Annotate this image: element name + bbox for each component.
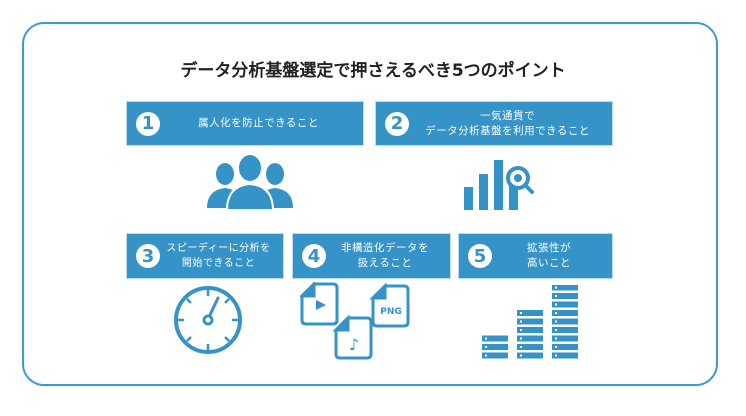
point-label: 属人化を防止できること [198, 117, 319, 129]
server-unit [517, 352, 543, 359]
server-unit [552, 327, 578, 333]
server-unit [552, 293, 578, 299]
server-unit [517, 344, 543, 350]
server-unit [552, 352, 578, 359]
server-unit [552, 335, 578, 342]
point-1-box: 1 属人化を防止できること [127, 102, 363, 145]
server-unit [552, 285, 578, 291]
chart-search-icon [464, 160, 534, 210]
point-number: 2 [385, 111, 409, 136]
page-title: データ分析基盤選定で押さえるべき5つのポイント [180, 61, 566, 81]
video-file-icon [300, 282, 339, 326]
point-label: 一気通貫で [480, 109, 535, 122]
audio-file-icon: ♪ [332, 314, 373, 360]
png-file-icon [369, 282, 410, 328]
point-number: 1 [136, 111, 160, 136]
server-unit [517, 318, 543, 325]
outer-frame [22, 22, 718, 386]
server-unit [552, 310, 578, 316]
point-5-box: 5 拡張性が高いこと [459, 234, 612, 278]
server-unit [517, 327, 543, 333]
server-unit [482, 344, 508, 350]
point-number: 5 [468, 244, 492, 268]
people-icon [207, 153, 293, 210]
point-4-box: 4 非構造化データを扱えること [293, 234, 450, 278]
server-unit [482, 352, 508, 359]
point-number: 3 [136, 244, 160, 268]
speedometer-icon [174, 286, 242, 354]
server-unit [482, 335, 508, 342]
server-unit [552, 344, 578, 350]
point-number: 4 [302, 244, 326, 268]
files-icon: PNG ♪ [300, 282, 410, 360]
point-label: 非構造化データを [341, 242, 429, 254]
server-unit [552, 318, 578, 325]
point-label: 拡張性が [527, 242, 571, 254]
point-label: 扱えること [357, 257, 413, 269]
point-label: スピーディーに分析を [166, 243, 271, 254]
png-label: PNG [380, 307, 402, 317]
svg-text:♪: ♪ [349, 335, 359, 354]
point-2-box: 2 一気通貫でデータ分析基盤を利用できること [376, 102, 612, 145]
point-label: データ分析基盤を利用できること [425, 124, 590, 137]
server-unit [517, 310, 543, 316]
point-3-box: 3 スピーディーに分析を開始できること [127, 234, 283, 278]
server-unit [552, 301, 578, 308]
server-unit [517, 335, 543, 342]
point-label: 高いこと [527, 257, 571, 269]
server-scale-icon [482, 285, 578, 359]
point-label: 開始できること [181, 258, 256, 269]
